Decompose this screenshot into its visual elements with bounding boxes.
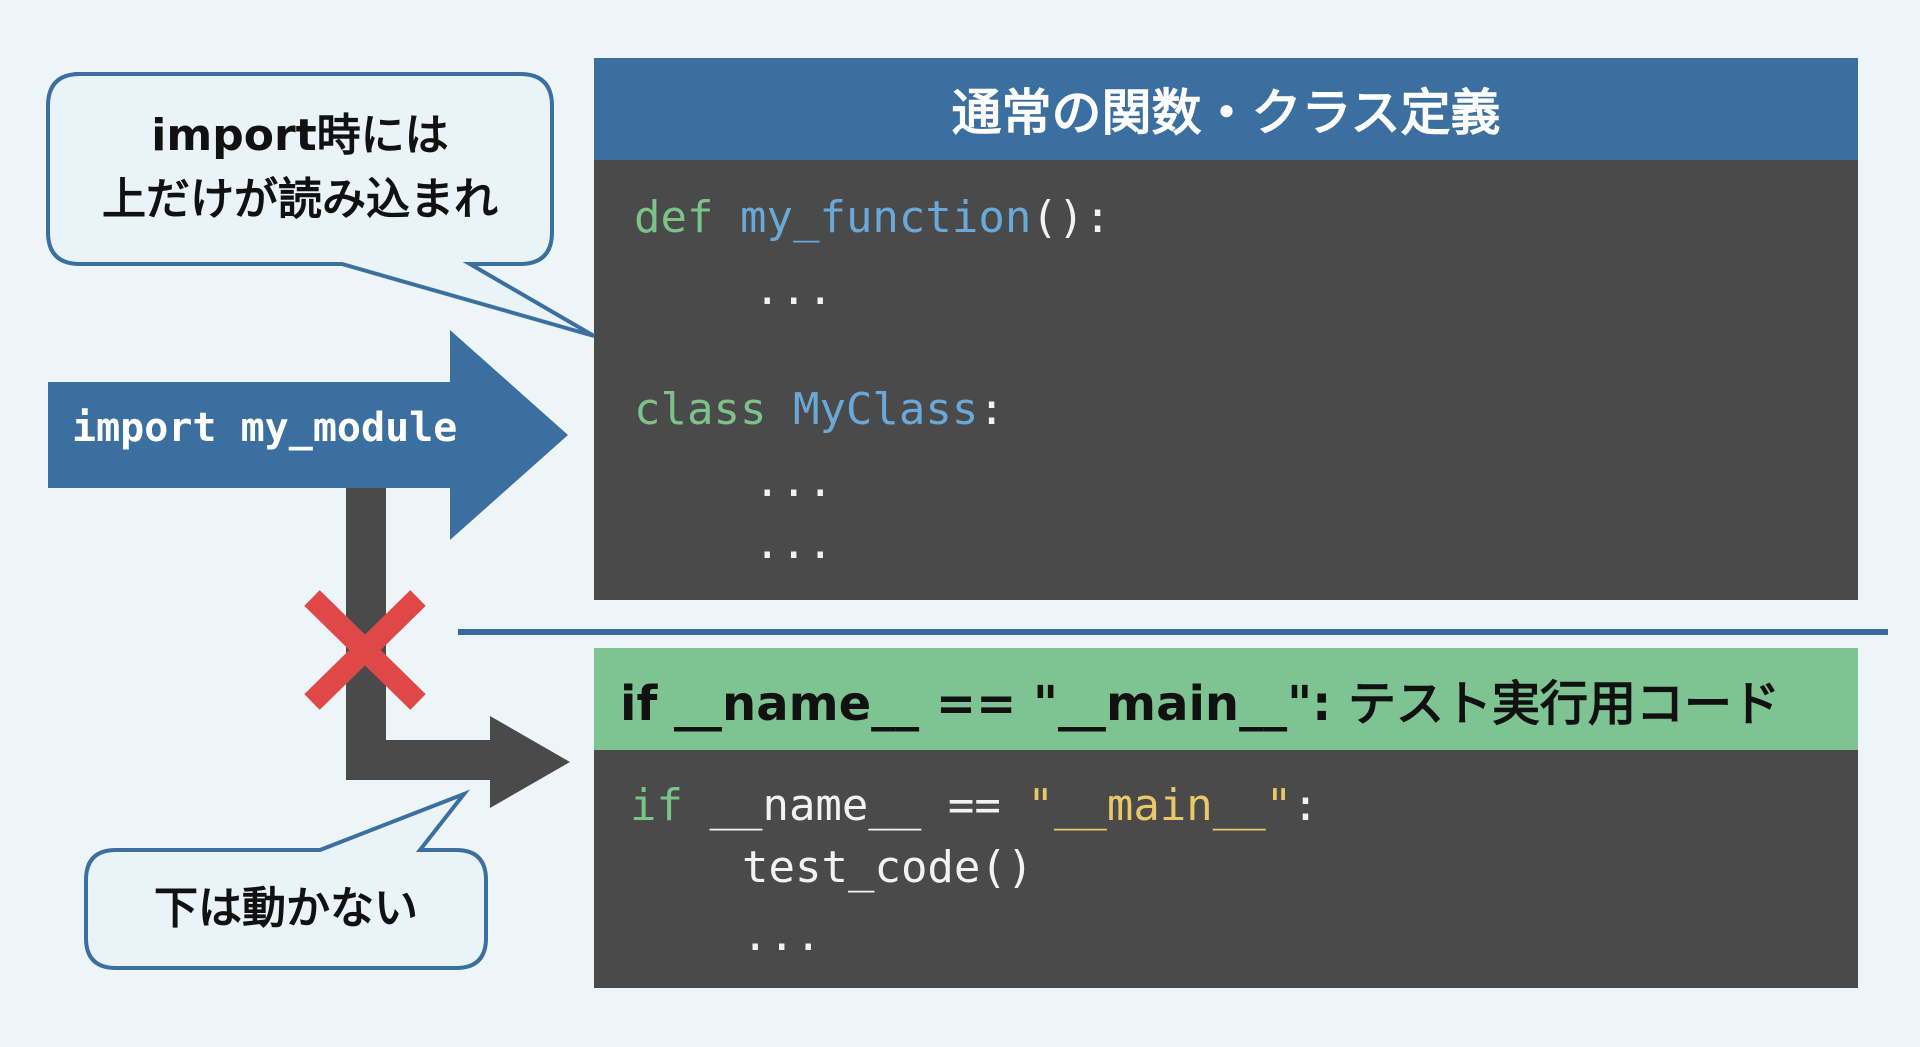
callout-bottom-bubble (84, 789, 488, 970)
cross-icon (304, 590, 426, 710)
callout-bottom-text: 下は動かない (154, 883, 418, 934)
class-tail: : (978, 384, 1005, 435)
if-condition: __name__ == (682, 780, 1028, 831)
code-ellipsis: ... (754, 456, 834, 507)
top-panel-header-bg (594, 58, 1858, 160)
callout-top-text: import時には 上だけが読み込まれ (60, 104, 540, 232)
bottom-panel-header-bg (594, 648, 1858, 750)
callout-top-bubble (46, 72, 596, 338)
code-line-class: class MyClass: (634, 384, 1005, 435)
import-arrow-shape (48, 330, 568, 540)
keyword-class: class (634, 384, 767, 435)
code-line-call: test_code() (742, 842, 1034, 893)
code-ellipsis: ... (754, 518, 834, 569)
top-panel-code-bg (594, 160, 1858, 600)
if-tail: : (1292, 780, 1319, 831)
class-name: MyClass (792, 384, 979, 435)
string-main: "__main__" (1027, 780, 1293, 831)
keyword-def: def (634, 192, 714, 243)
callout-top-line2: 上だけが読み込まれ (102, 174, 498, 225)
def-tail: (): (1031, 192, 1111, 243)
code-line-def: def my_function(): (634, 192, 1111, 243)
keyword-if: if (630, 780, 683, 831)
import-arrow-label: import my_module (72, 405, 458, 451)
code-ellipsis: ... (754, 264, 834, 315)
bottom-panel-title: if __name__ == "__main__": テスト実行用コード (620, 676, 1780, 732)
skipped-path-arrow (346, 488, 570, 808)
divider-line (458, 629, 1888, 635)
callout-top-line1: import時には (151, 110, 449, 161)
function-name: my_function (739, 192, 1032, 243)
code-ellipsis: ... (742, 910, 822, 961)
code-line-if: if __name__ == "__main__": (630, 780, 1319, 831)
top-panel-title: 通常の関数・クラス定義 (951, 84, 1501, 142)
bottom-panel-code-bg (594, 750, 1858, 988)
